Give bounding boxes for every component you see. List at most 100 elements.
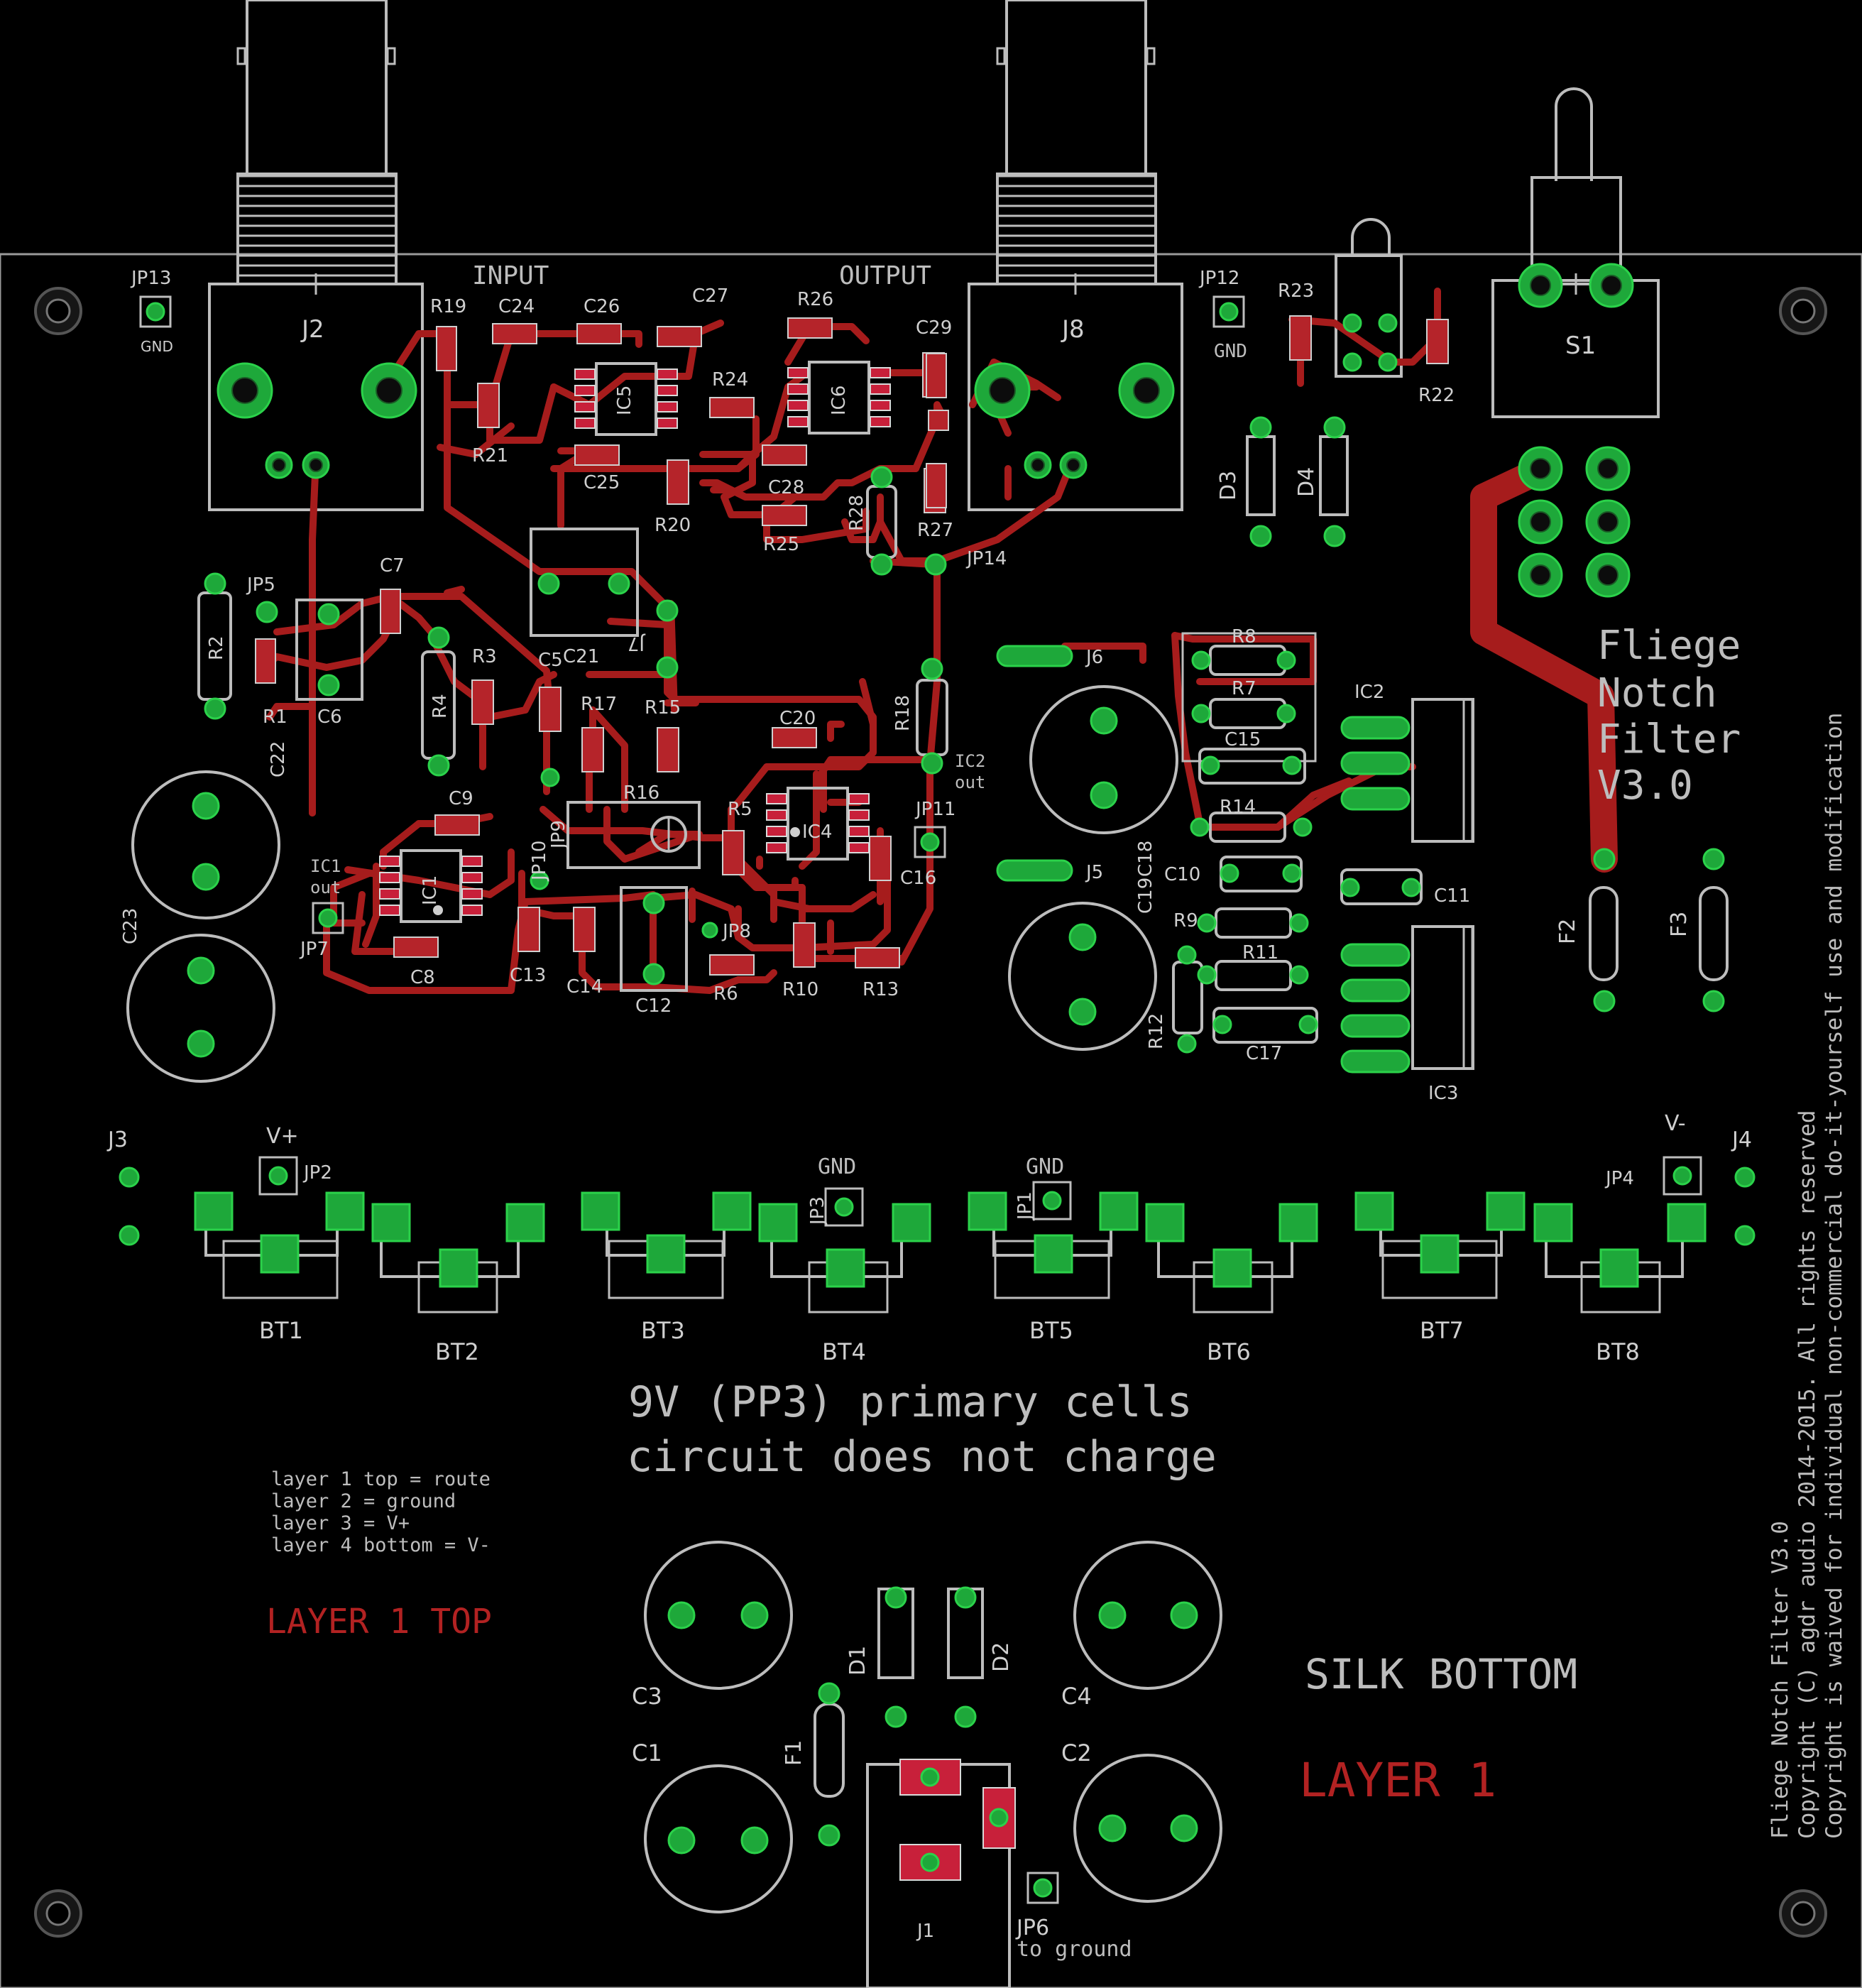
notes: 9V (PP3) primary cells circuit does not … (266, 1377, 1577, 1808)
r18-label: R18 (892, 695, 914, 731)
copyright-line-1: Fliege Notch Filter V3.0 (1768, 1521, 1793, 1839)
bt2-label: BT2 (435, 1338, 479, 1365)
r25-label: R25 (763, 534, 799, 555)
jp5-label: JP5 (246, 574, 275, 596)
ic1-soic (379, 849, 483, 923)
r11-label: R11 (1242, 942, 1278, 963)
mounting-hole-tr (1779, 287, 1827, 335)
r26-label: R26 (797, 289, 833, 310)
ic6-soic (787, 361, 891, 435)
jp11-label: JP11 (914, 799, 955, 820)
r16-label: R16 (623, 782, 659, 804)
through-hole-pads (119, 263, 1756, 1904)
r9-label: R9 (1173, 910, 1198, 932)
r16-trimmer (566, 801, 701, 869)
jp4-label: JP4 (1604, 1168, 1634, 1189)
mounting-holes (34, 287, 1827, 1938)
vplus-label: V+ (266, 1124, 299, 1149)
bt6-label: BT6 (1207, 1338, 1251, 1365)
j6-label: J6 (1085, 647, 1103, 668)
vminus-label: V- (1665, 1111, 1686, 1136)
input-label: INPUT (472, 261, 549, 290)
mounting-hole-br (1779, 1889, 1827, 1938)
jp12-gnd-label: GND (1214, 341, 1247, 362)
j7-label: J7 (628, 633, 646, 654)
c5-label: C5 (538, 650, 563, 671)
bt3-label: BT3 (641, 1317, 685, 1344)
c9-label: C9 (449, 788, 473, 809)
jp2-label: JP2 (302, 1162, 332, 1184)
r1-label: R1 (263, 706, 287, 728)
mounting-hole-tl (34, 287, 82, 335)
jp8-label: JP8 (721, 921, 751, 942)
c8-label: C8 (410, 967, 435, 988)
c1-label: C1 (632, 1740, 662, 1766)
ic2-label: IC2 (1354, 682, 1384, 703)
r6-label: R6 (713, 983, 738, 1005)
c27-label: C27 (692, 285, 728, 307)
fuses-top (1589, 886, 1729, 981)
jp13-label: JP13 (130, 268, 171, 289)
r8-label: R8 (1232, 626, 1256, 648)
title-block: Fliege Notch Filter V3.0 (1597, 623, 1741, 809)
title-line-3: Filter (1597, 716, 1741, 763)
battery-holders (204, 1211, 1684, 1314)
c24-label: C24 (498, 296, 535, 317)
d1-label: D1 (845, 1646, 870, 1676)
c4-label: C4 (1061, 1683, 1092, 1710)
ic2-out-label-b: out (955, 772, 985, 792)
jp6-label: JP6 (1015, 1916, 1049, 1940)
layer-note-1: layer 1 top = route (271, 1468, 491, 1490)
d2-label: D2 (989, 1642, 1014, 1672)
ic4-soic (766, 787, 870, 861)
toggle-switch-s1 (1491, 87, 1660, 418)
ic6-label: IC6 (828, 386, 850, 415)
r23-label: R23 (1278, 280, 1314, 302)
d3-label: D3 (1216, 471, 1241, 501)
electrolytic-capacitors (126, 685, 1222, 1913)
ic1-out-label-a: IC1 (310, 856, 341, 876)
bt7-label: BT7 (1420, 1317, 1464, 1344)
jp13-gnd-label: GND (141, 338, 173, 355)
c22-label: C22 (268, 741, 289, 777)
jp6-to-ground-label: to ground (1017, 1937, 1132, 1962)
s1-label: S1 (1565, 332, 1596, 360)
silk-bottom-label: SILK BOTTOM (1305, 1650, 1577, 1698)
bnc-connector-j2 (208, 0, 424, 511)
c25-label: C25 (584, 472, 620, 493)
jp1-label: JP1 (1014, 1191, 1036, 1221)
jp10-label: JP10 (529, 841, 550, 882)
r27-label: R27 (917, 520, 953, 541)
ic1-label: IC1 (420, 875, 441, 905)
layer1-label: LAYER 1 (1299, 1753, 1496, 1808)
layer-note-4: layer 4 bottom = V- (271, 1534, 491, 1556)
ic1-out-label-b: out (310, 878, 341, 897)
c23-label: C23 (120, 908, 141, 944)
j3-label: J3 (106, 1127, 128, 1152)
ic4-label: IC4 (802, 821, 832, 843)
board-outline (0, 253, 1862, 1988)
j8-label: J8 (1061, 315, 1085, 344)
c19-label: C19 (1135, 878, 1156, 914)
c20-label: C20 (779, 708, 816, 729)
r5-label: R5 (728, 799, 752, 820)
c26-label: C26 (584, 296, 620, 317)
f2-label: F2 (1555, 919, 1580, 944)
r17-label: R17 (581, 694, 617, 715)
r3-label: R3 (472, 646, 497, 667)
layer-note-2: layer 2 = ground (271, 1490, 456, 1512)
bt4-label: BT4 (822, 1338, 866, 1365)
title-line-2: Notch (1597, 670, 1717, 716)
title-line-4: V3.0 (1597, 763, 1693, 809)
led-footprint (1335, 218, 1403, 378)
layer-note-3: layer 3 = V+ (271, 1512, 410, 1534)
c17-label: C17 (1246, 1043, 1282, 1064)
mounting-hole-bl (34, 1889, 82, 1938)
c18-label: C18 (1135, 841, 1156, 877)
r10-label: R10 (782, 979, 818, 1000)
copyright-line-2: Copyright (C) agdr audio 2014-2015. All … (1795, 1110, 1820, 1840)
bt8-label: BT8 (1596, 1338, 1640, 1365)
c6-label: C6 (317, 706, 342, 728)
jp14-label: JP14 (965, 548, 1007, 569)
